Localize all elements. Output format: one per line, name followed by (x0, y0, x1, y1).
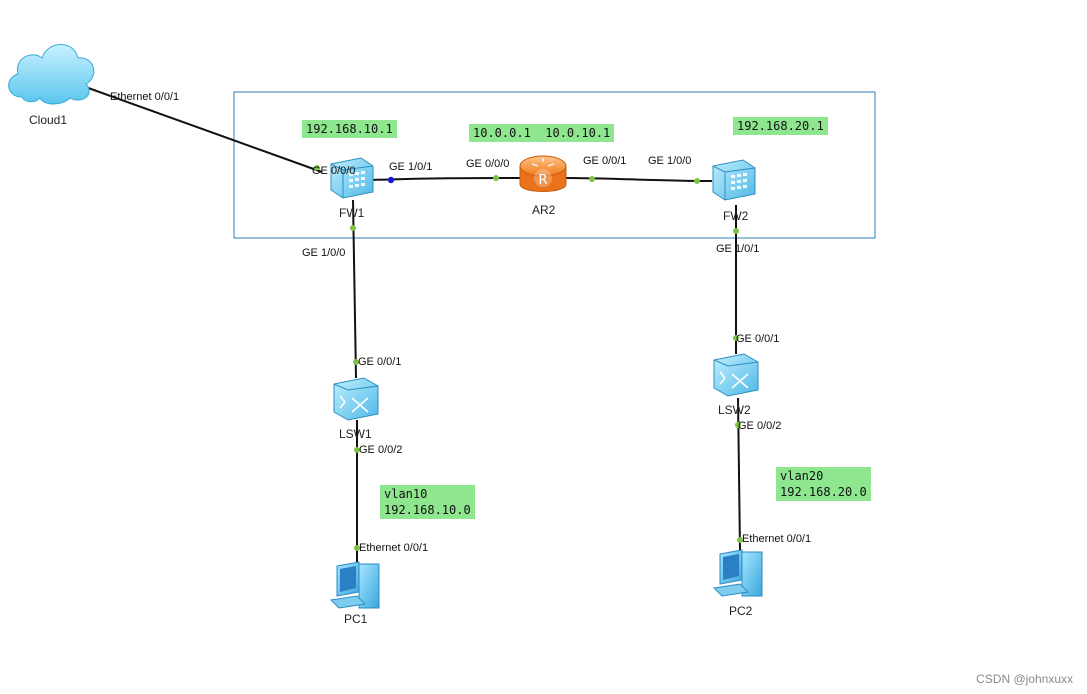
link-ar2-fw2[interactable] (565, 177, 713, 182)
watermark: CSDN @johnxuxx (976, 672, 1073, 686)
port-dot (735, 422, 741, 428)
port-label: GE 1/0/0 (648, 155, 692, 167)
pc-icon[interactable] (712, 549, 763, 597)
ip-note-ar2: 10.0.0.1 10.0.10.1 (469, 124, 615, 142)
device-label-lsw1: LSW1 (339, 427, 372, 441)
port-label: Ethernet 0/0/1 (742, 533, 812, 545)
device-label-fw2: FW2 (723, 209, 749, 223)
port-dot (737, 537, 743, 543)
port-label: Ethernet 0/0/1 (110, 91, 180, 103)
device-label-fw1: FW1 (339, 206, 365, 220)
switch-icon[interactable] (333, 377, 379, 421)
port-dot (589, 176, 595, 182)
port-label: GE 0/0/1 (736, 333, 780, 345)
port-label: GE 0/0/1 (583, 155, 627, 167)
device-label-cloud1: Cloud1 (29, 113, 68, 127)
security-area-box (233, 91, 876, 239)
port-label: GE 0/0/2 (359, 444, 403, 456)
port-dot (694, 178, 700, 184)
pc-icon[interactable] (329, 561, 380, 609)
device-label-ar2: AR2 (532, 203, 556, 217)
port-dot (354, 545, 360, 551)
switch-icon[interactable] (713, 353, 759, 397)
port-dot (493, 175, 499, 181)
port-dot (733, 335, 739, 341)
port-label: GE 0/0/0 (312, 165, 356, 177)
port-dot (314, 165, 320, 171)
firewall-icon[interactable] (712, 159, 756, 201)
port-dot (350, 225, 356, 231)
ip-note-vlan20: vlan20 192.168.20.0 (776, 467, 871, 501)
ip-note-fw1: 192.168.10.1 (302, 120, 397, 138)
port-label: GE 1/0/1 (716, 243, 760, 255)
port-label: GE 1/0/1 (389, 161, 433, 173)
port-dot (353, 359, 359, 365)
ip-note-fw2: 192.168.20.1 (733, 117, 828, 135)
port-label: GE 0/0/2 (738, 420, 782, 432)
port-dot (354, 447, 360, 453)
port-dots (314, 165, 743, 551)
port-label: GE 1/0/0 (302, 247, 346, 259)
device-label-pc1: PC1 (344, 612, 368, 626)
port-label: Ethernet 0/0/1 (359, 542, 429, 554)
ip-note-vlan10: vlan10 192.168.10.0 (380, 485, 475, 519)
link-cloud1-fw1[interactable] (79, 84, 323, 173)
device-label-lsw2: LSW2 (718, 403, 751, 417)
port-dot (733, 228, 739, 234)
svg-text:R: R (538, 173, 547, 188)
router-icon[interactable]: R (519, 155, 567, 192)
cloud-icon[interactable] (8, 44, 95, 105)
port-label: GE 0/0/0 (466, 158, 510, 170)
device-label-pc2: PC2 (729, 604, 753, 618)
firewall-icon[interactable] (330, 157, 374, 199)
port-label: GE 0/0/1 (358, 356, 402, 368)
port-dot-active (387, 176, 395, 184)
